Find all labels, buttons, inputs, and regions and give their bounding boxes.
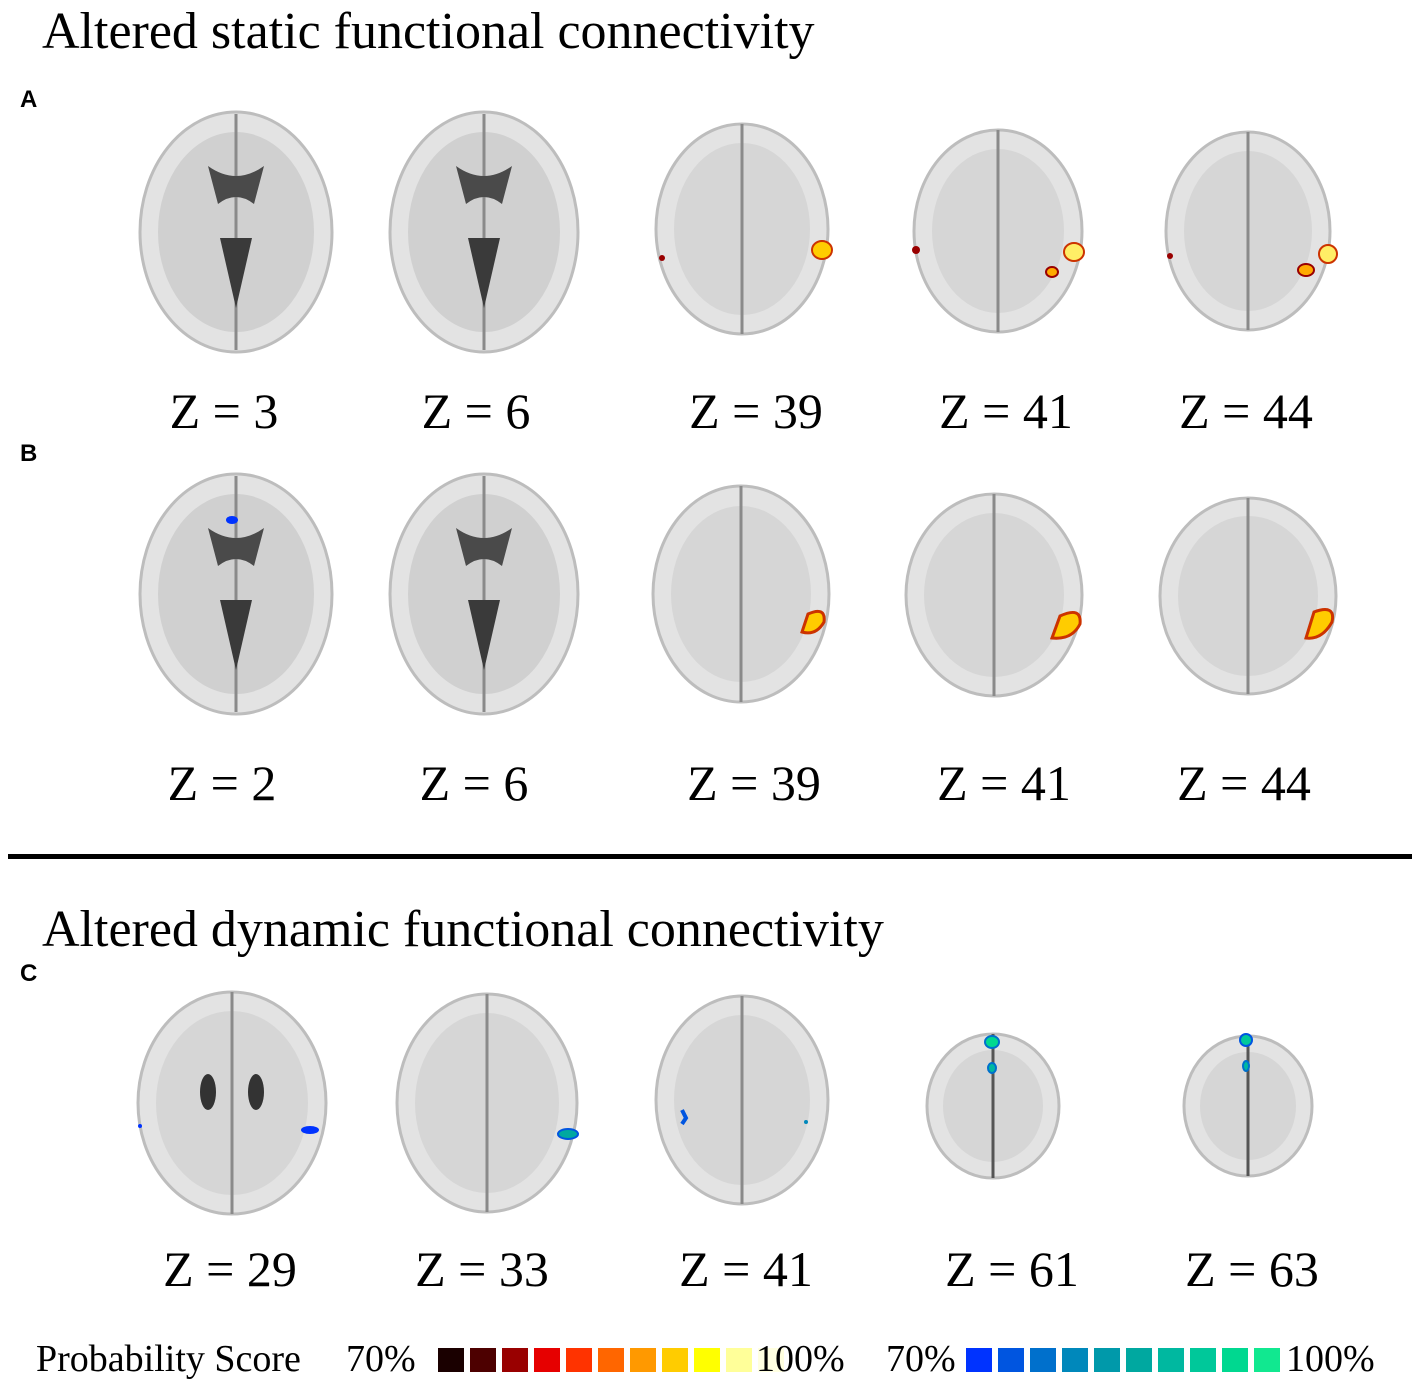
brain-slice-b3 [651,484,831,704]
legend-cold-swatch-2 [998,1348,1024,1372]
z-label-b2: Z = 6 [419,755,529,811]
legend-hot-swatch-6 [598,1348,624,1372]
brain-slice-c5 [1182,1033,1314,1178]
brain-slice-a2 [388,110,580,354]
brain-slice-a5 [1164,130,1338,332]
legend-cold-swatch-3 [1030,1348,1056,1372]
legend-cold-swatch-10 [1254,1348,1280,1372]
z-label-b5: Z = 44 [1177,755,1311,811]
z-label-b3: Z = 39 [687,755,821,811]
legend-cold-swatch-9 [1222,1348,1248,1372]
brain-slice-c1 [136,990,328,1216]
z-label-b4: Z = 41 [937,755,1071,811]
z-label-c3: Z = 41 [679,1241,813,1297]
legend-hot-swatch-3 [502,1348,528,1372]
legend-hot-colorbar [438,1348,784,1372]
legend-hot-swatch-8 [662,1348,688,1372]
brain-slice-c4 [925,1032,1061,1180]
legend-cold-swatch-6 [1126,1348,1152,1372]
z-label-b1: Z = 2 [167,755,277,811]
legend-hot-swatch-1 [438,1348,464,1372]
brain-slice-a4 [912,128,1085,334]
legend-hot-swatch-4 [534,1348,560,1372]
z-label-c5: Z = 63 [1185,1241,1319,1297]
legend-cold-swatch-8 [1190,1348,1216,1372]
legend-hot-swatch-5 [566,1348,592,1372]
brain-slice-b2 [388,472,580,716]
z-label-a3: Z = 39 [689,383,823,439]
legend-cold-swatch-4 [1062,1348,1088,1372]
legend-cold-colorbar [966,1348,1280,1372]
legend-cold-min: 70% [886,1338,956,1380]
title-static: Altered static functional connectivity [42,3,815,60]
legend-hot-swatch-11 [758,1348,784,1372]
z-label-a2: Z = 6 [421,383,531,439]
legend-hot-swatch-7 [630,1348,656,1372]
z-label-c4: Z = 61 [945,1241,1079,1297]
legend-hot-swatch-10 [726,1348,752,1372]
section-divider [8,854,1412,859]
legend-hot-swatch-2 [470,1348,496,1372]
legend-hot-max: 100% [756,1338,845,1380]
legend-label: Probability Score [36,1338,301,1380]
brain-slice-a1 [138,110,334,354]
z-label-a5: Z = 44 [1179,383,1313,439]
z-label-a1: Z = 3 [169,383,279,439]
title-dynamic: Altered dynamic functional connectivity [42,901,884,958]
brain-slice-b4 [904,492,1084,698]
legend-cold-max: 100% [1286,1338,1375,1380]
brain-slice-c3 [654,994,830,1206]
panel-letter-b: B [20,440,38,467]
legend-cold-swatch-1 [966,1348,992,1372]
z-label-c1: Z = 29 [163,1241,297,1297]
legend-hot-swatch-9 [694,1348,720,1372]
legend-hot-min: 70% [346,1338,416,1380]
panel-letter-c: C [20,960,38,987]
brain-slice-c2 [395,992,579,1214]
brain-slice-a3 [654,122,833,336]
brain-slice-b1 [138,472,334,716]
z-label-a4: Z = 41 [939,383,1073,439]
legend-cold-swatch-7 [1158,1348,1184,1372]
panel-letter-a: A [20,86,38,113]
legend-cold-swatch-5 [1094,1348,1120,1372]
brain-slice-b5 [1158,496,1338,696]
z-label-c2: Z = 33 [415,1241,549,1297]
